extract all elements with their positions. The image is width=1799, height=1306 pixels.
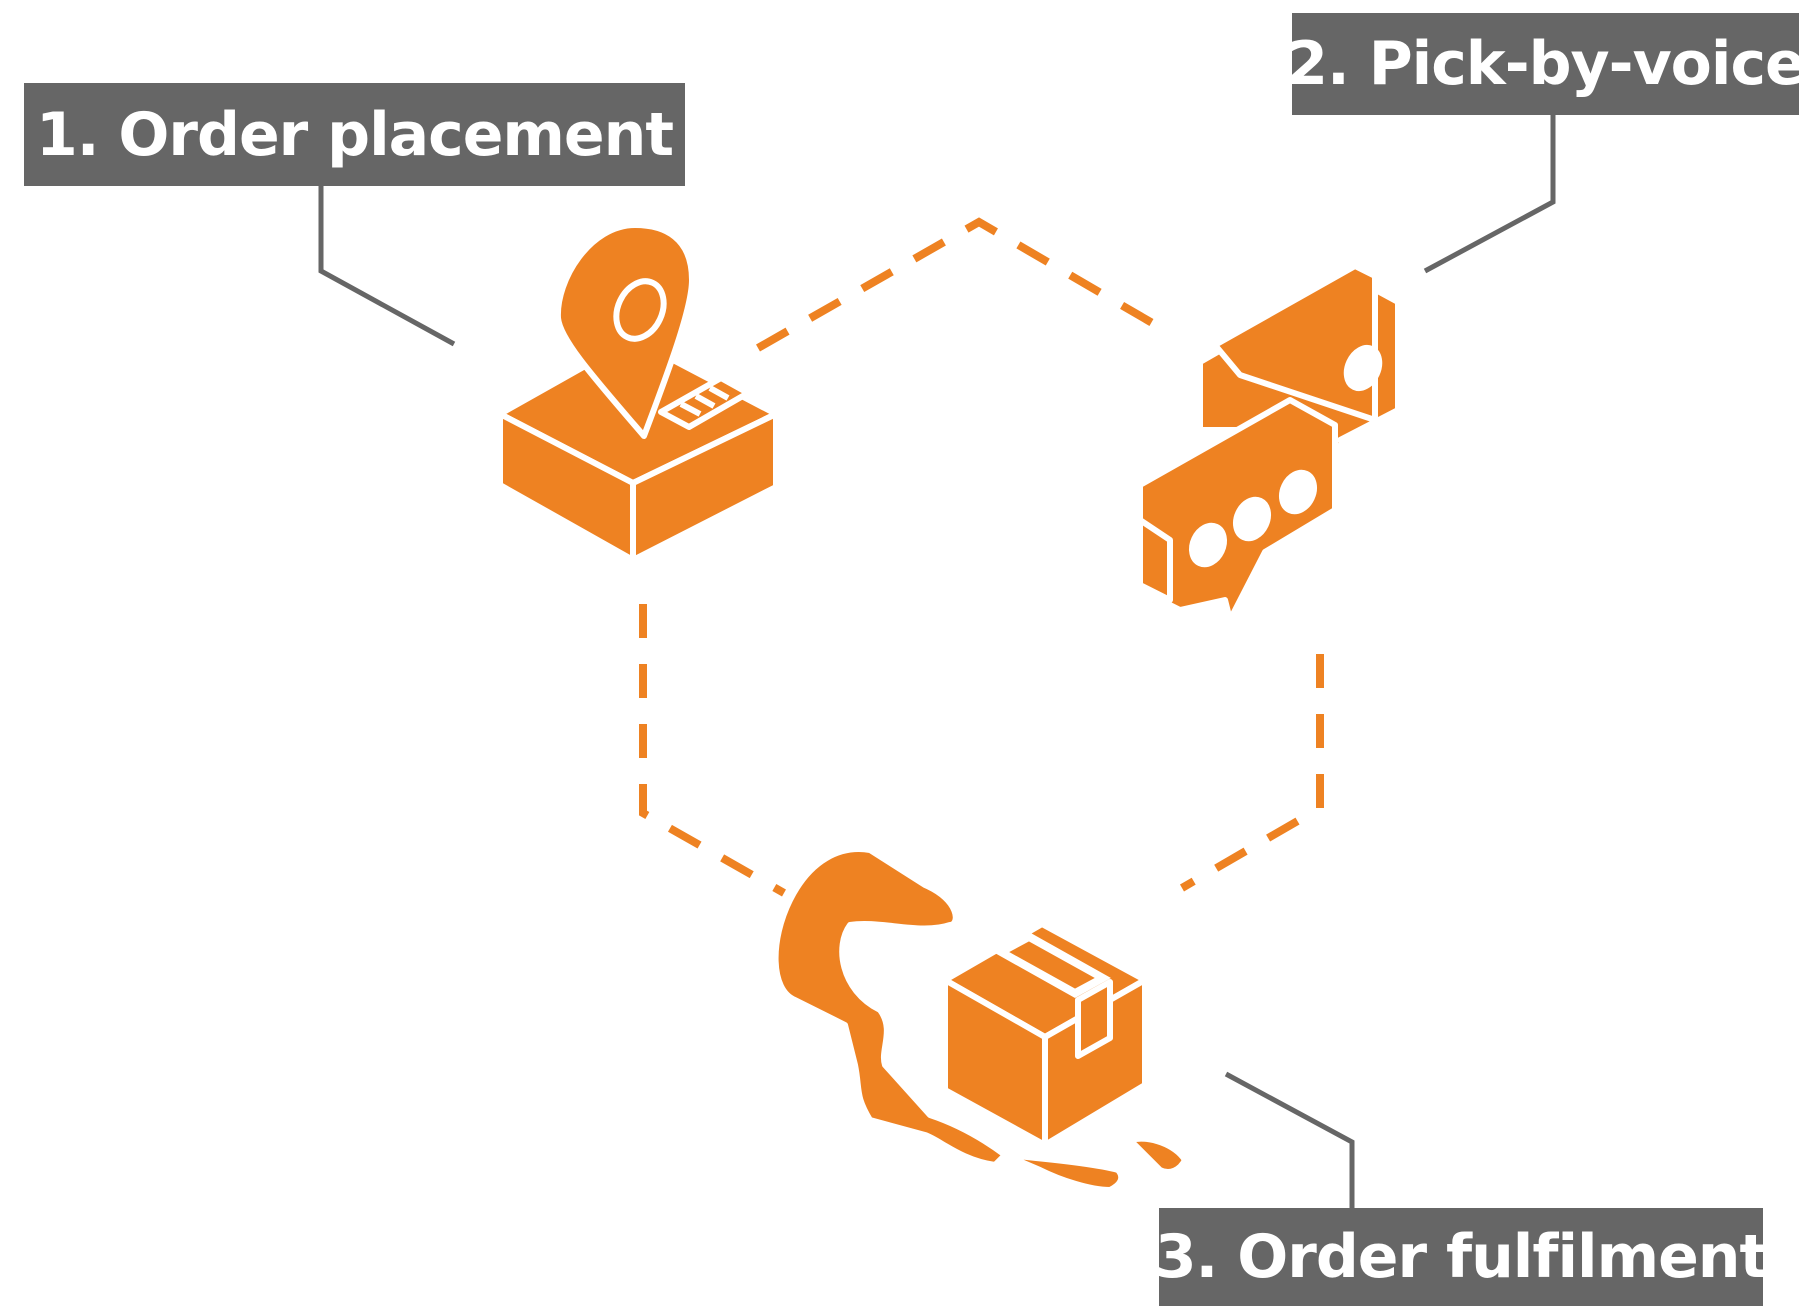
speech-bubbles-icon xyxy=(1137,263,1401,623)
connector-line-2 xyxy=(1423,115,1556,274)
dashed-cycle-path xyxy=(756,217,1169,352)
step-3-label: 3. Order fulfilment xyxy=(1155,1208,1768,1306)
dashed-cycle-path-left xyxy=(639,604,786,897)
hand-holding-box-icon xyxy=(772,846,1188,1193)
step-1-label: 1. Order placement xyxy=(24,83,685,186)
step-1-label-text: 1. Order placement xyxy=(35,99,674,170)
step-3-label-text: 3. Order fulfilment xyxy=(1154,1222,1768,1292)
connector-line-1 xyxy=(318,186,456,347)
parcel-location-pin-icon xyxy=(497,222,779,563)
step-2-label-text: 2. Pick-by-voice xyxy=(1286,29,1799,99)
step-2-label: 2. Pick-by-voice xyxy=(1286,13,1799,115)
dashed-cycle-path-right xyxy=(1179,654,1324,892)
connector-line-3 xyxy=(1224,1071,1355,1208)
